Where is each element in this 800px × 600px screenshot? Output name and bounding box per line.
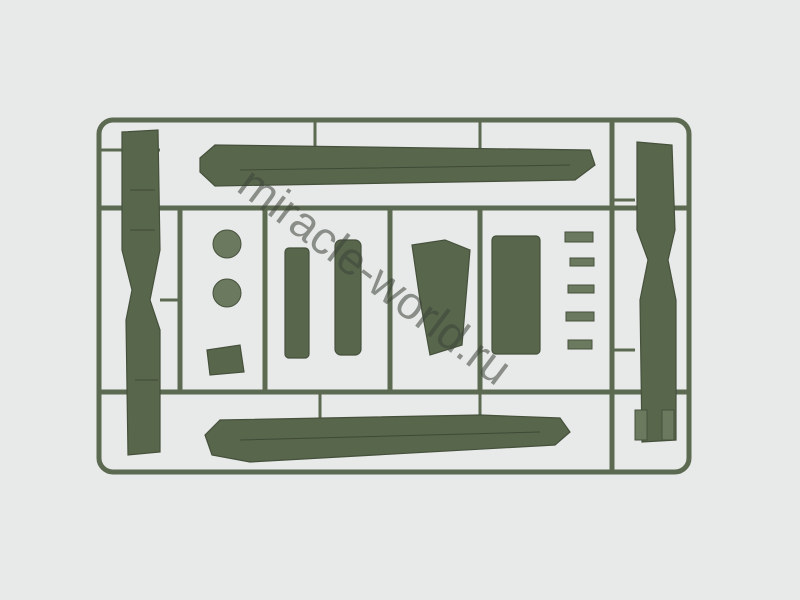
hull-plate-part xyxy=(491,235,541,355)
right-side-rail-part xyxy=(636,141,677,443)
top-long-panel-part xyxy=(199,144,596,187)
frame-part xyxy=(411,239,471,356)
track-guard-part xyxy=(334,239,362,356)
track-guard-part xyxy=(284,247,310,359)
bracket-part xyxy=(206,344,245,376)
left-side-rail-part xyxy=(121,129,161,456)
wheel-hub-part xyxy=(212,229,242,259)
sprue-frame xyxy=(96,117,692,475)
sprue-parts xyxy=(121,129,677,463)
bottom-long-panel-part xyxy=(204,414,571,463)
wheel-hub-part xyxy=(212,278,242,308)
small-parts-cluster xyxy=(564,231,675,441)
